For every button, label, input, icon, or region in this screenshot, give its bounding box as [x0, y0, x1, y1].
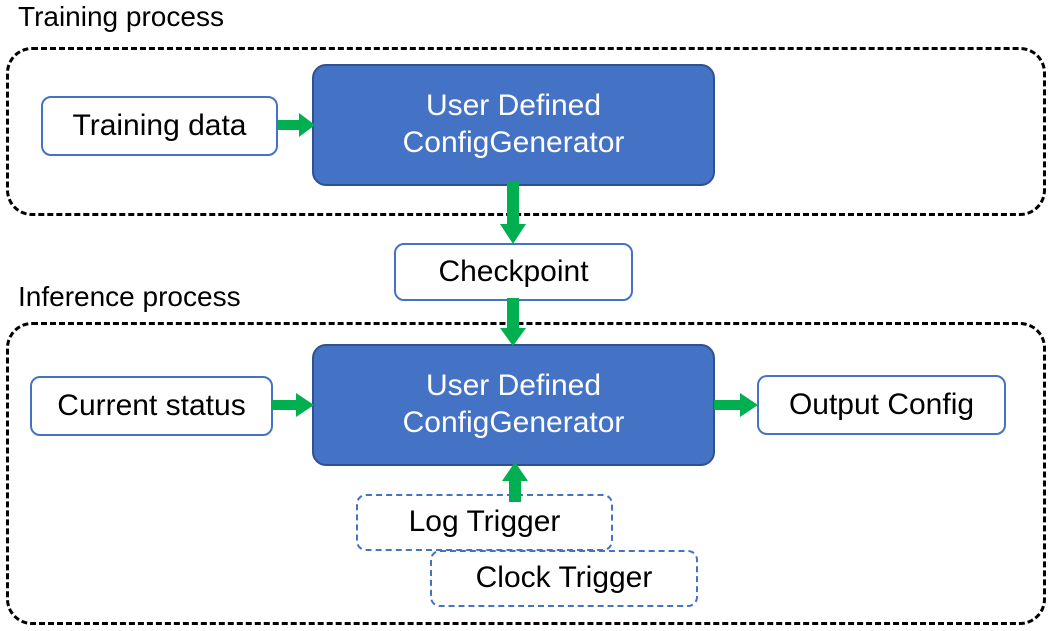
training-process-title: Training process [18, 1, 224, 32]
node-checkpoint[interactable]: Checkpoint [394, 243, 633, 301]
inference-process-container [6, 322, 1046, 625]
node-log-trigger-label: Log Trigger [408, 505, 561, 539]
node-user-defined-config-generator-inference[interactable]: User Defined ConfigGenerator [312, 344, 715, 466]
node-log-trigger[interactable]: Log Trigger [356, 494, 613, 551]
arrow-training-data-to-config-generator [277, 110, 317, 140]
node-user-defined-config-generator-training[interactable]: User Defined ConfigGenerator [312, 64, 715, 186]
training-process-container [6, 47, 1046, 216]
arrow-config-generator-to-checkpoint [498, 182, 528, 246]
arrow-current-status-to-config-generator [272, 390, 316, 420]
node-config-generator-inference-line1: User Defined [425, 369, 602, 403]
node-checkpoint-label: Checkpoint [438, 254, 589, 288]
node-clock-trigger-label: Clock Trigger [475, 561, 653, 595]
node-current-status[interactable]: Current status [30, 376, 273, 436]
node-current-status-label: Current status [57, 388, 246, 422]
inference-process-title: Inference process [18, 281, 241, 312]
node-config-generator-inference-line2: ConfigGenerator [402, 406, 625, 439]
node-output-config-label: Output Config [788, 387, 975, 421]
arrow-config-generator-to-output-config [714, 390, 760, 420]
node-training-data-label: Training data [72, 108, 247, 142]
node-clock-trigger[interactable]: Clock Trigger [430, 550, 698, 607]
node-training-data[interactable]: Training data [41, 96, 278, 156]
node-output-config[interactable]: Output Config [757, 375, 1006, 435]
node-config-generator-training-line2: ConfigGenerator [402, 126, 625, 159]
node-config-generator-training-line1: User Defined [425, 89, 602, 123]
arrow-checkpoint-to-config-generator [498, 298, 528, 348]
arrow-triggers-to-config-generator [500, 462, 530, 502]
